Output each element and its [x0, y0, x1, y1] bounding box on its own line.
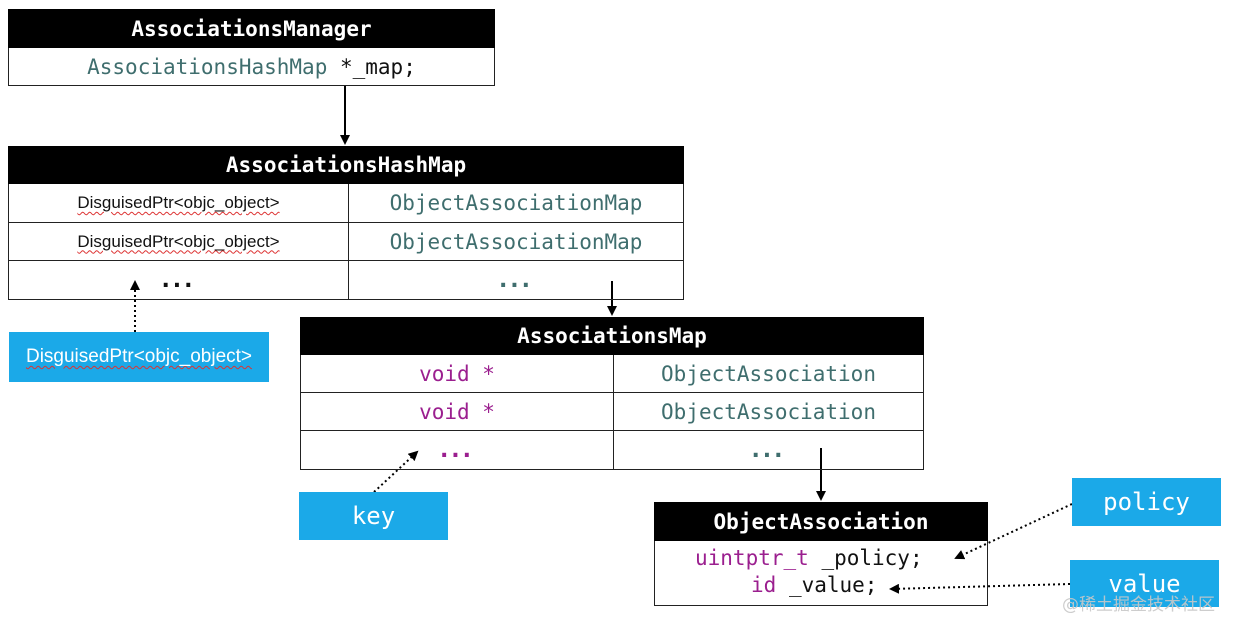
assoc-map-row: void * ObjectAssociation [300, 393, 924, 431]
value-name: _value; [776, 573, 878, 597]
associations-manager-field: AssociationsHashMap *_map; [9, 48, 494, 85]
hash-map-row: DisguisedPtr<objc_object> ObjectAssociat… [8, 184, 684, 223]
policy-field: uintptr_t _policy; [695, 546, 923, 570]
arrow-policy-label [954, 503, 1073, 560]
disguised-ptr-label-text: DisguisedPtr<objc_object> [25, 346, 253, 367]
policy-label: policy [1072, 478, 1221, 526]
assoc-map-key-cell: void * [301, 355, 613, 392]
assoc-map-key: void * [419, 399, 495, 424]
associations-map-title: AssociationsMap [517, 324, 707, 348]
key-label: key [299, 492, 448, 540]
policy-name: _policy; [808, 546, 923, 570]
hash-map-row: ... ... [8, 261, 684, 300]
hash-map-value-ellipsis: ... [498, 267, 534, 293]
object-association-title: ObjectAssociation [713, 509, 929, 534]
assoc-map-row: void * ObjectAssociation [300, 355, 924, 393]
hash-map-key: DisguisedPtr<objc_object> [77, 231, 280, 251]
assoc-map-value-cell: ... [613, 431, 923, 469]
hash-map-value-cell: ... [348, 261, 683, 299]
associations-hash-map-title: AssociationsHashMap [225, 153, 467, 177]
object-association-header: ObjectAssociation [654, 502, 988, 541]
assoc-map-key: void * [419, 361, 495, 386]
object-association-body: uintptr_t _policy; id _value; [654, 541, 988, 606]
hash-map-value: ObjectAssociationMap [389, 229, 643, 254]
field-type: AssociationsHashMap [87, 54, 328, 79]
value-type: id [751, 573, 777, 597]
policy-type: uintptr_t [695, 546, 809, 570]
assoc-map-value-cell: ObjectAssociation [613, 355, 923, 392]
assoc-map-key-cell: void * [301, 393, 613, 430]
policy-label-text: policy [1103, 488, 1190, 516]
value-field: id _value; [751, 573, 877, 597]
assoc-map-row: ... ... [300, 431, 924, 470]
assoc-map-key-ellipsis: ... [439, 437, 475, 463]
assoc-map-value-cell: ObjectAssociation [613, 393, 923, 430]
field-name: *_map; [327, 54, 416, 79]
hash-map-value-cell: ObjectAssociationMap [348, 223, 683, 260]
assoc-map-value: ObjectAssociation [661, 361, 876, 386]
hash-map-value: ObjectAssociationMap [389, 191, 643, 215]
key-label-text: key [351, 502, 396, 530]
watermark: @稀土掘金技术社区 [1062, 595, 1215, 615]
assoc-map-value-ellipsis: ... [751, 437, 786, 463]
hash-map-key-cell: DisguisedPtr<objc_object> [9, 223, 348, 260]
hash-map-value-cell: ObjectAssociationMap [348, 184, 683, 222]
assoc-map-value: ObjectAssociation [661, 399, 876, 424]
associations-map-header: AssociationsMap [300, 317, 924, 355]
hash-map-key-ellipsis: ... [161, 267, 196, 293]
hash-map-key: DisguisedPtr<objc_object> [77, 193, 280, 212]
hash-map-key-cell: DisguisedPtr<objc_object> [9, 184, 348, 222]
hash-map-row: DisguisedPtr<objc_object> ObjectAssociat… [8, 223, 684, 261]
assoc-map-key-cell: ... [301, 431, 613, 469]
associations-manager-header: AssociationsManager [8, 9, 495, 48]
associations-manager-title: AssociationsManager [131, 16, 372, 41]
associations-hash-map-header: AssociationsHashMap [8, 146, 684, 184]
disguised-ptr-label: DisguisedPtr<objc_object> [9, 332, 269, 382]
associations-manager-field-row: AssociationsHashMap *_map; [8, 48, 495, 86]
value-label: value [1070, 560, 1219, 607]
value-label-text: value [1108, 569, 1181, 598]
hash-map-key-cell: ... [9, 261, 348, 299]
